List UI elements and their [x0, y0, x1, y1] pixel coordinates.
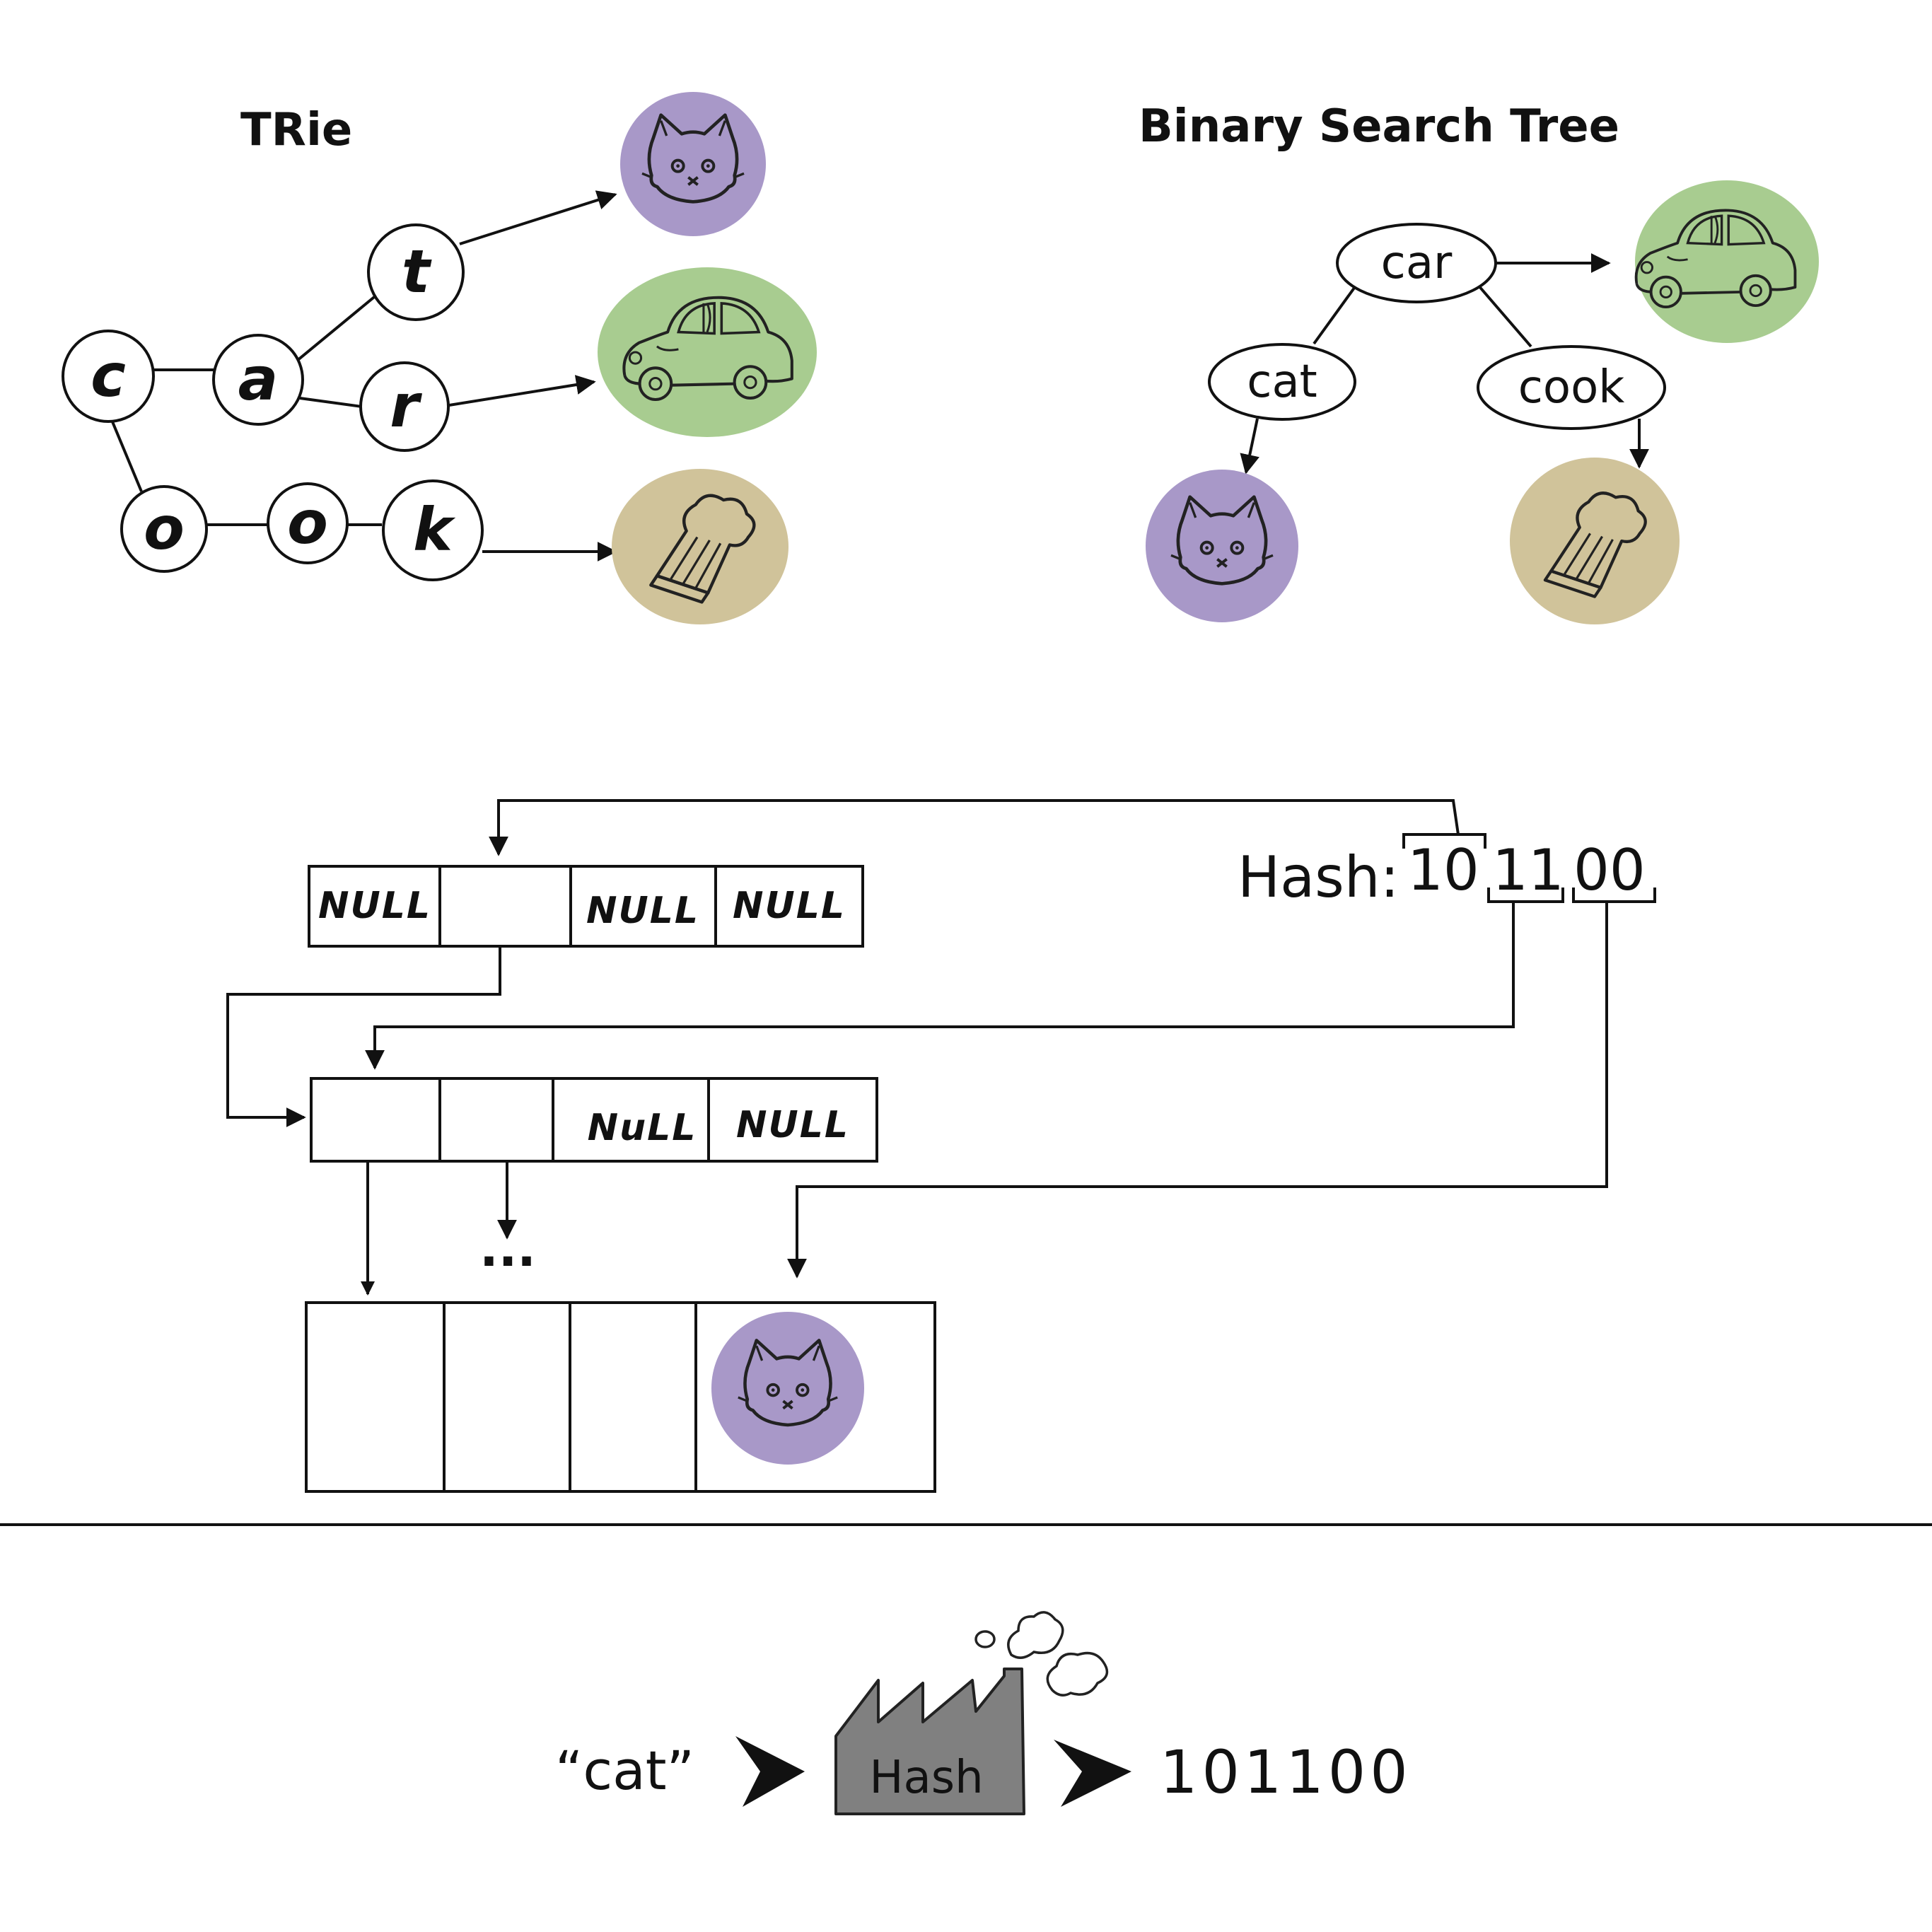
arrow-hash-to-output: [1054, 1740, 1131, 1807]
route-group-2: [365, 902, 1515, 1070]
level1-cell-1: [438, 865, 572, 948]
bst-node-left: cat: [1208, 343, 1356, 421]
bst-edge-right: [1477, 284, 1532, 348]
arrow-r-car: [448, 375, 596, 407]
leaf-cell-0: [305, 1301, 446, 1493]
level1-cell-0: [308, 865, 441, 948]
factory-icon: Hash: [834, 1668, 1025, 1815]
trie-node-t-label: t: [402, 237, 432, 306]
trie-node-a: a: [212, 334, 304, 426]
level1-cell-2-text: NULL: [586, 890, 699, 932]
bst-cat-icon: [1146, 470, 1298, 622]
hash-label: Hash:: [1238, 844, 1399, 910]
bst-node-root: car: [1336, 223, 1497, 303]
leaf-cell-1: [443, 1301, 571, 1493]
hamt-cat-icon: [711, 1312, 864, 1465]
bracket-group-1: [1402, 833, 1486, 849]
route-group-1: [489, 799, 1460, 856]
trie-node-o1-label: o: [144, 494, 185, 563]
trie-node-c: c: [62, 330, 155, 423]
hamt-level2-node: NuLL NULL: [310, 1077, 878, 1163]
edge-a-r: [299, 397, 363, 408]
hash-input: “cat”: [555, 1739, 694, 1802]
bst-left-label: cat: [1247, 356, 1317, 408]
ellipsis: ...: [479, 1220, 536, 1278]
bracket-group-3: [1572, 888, 1656, 903]
bst-diagram: Binary Search Tree car cat cook: [1139, 100, 1819, 624]
bst-node-right: cook: [1477, 345, 1666, 430]
level2-cell-1: [438, 1077, 554, 1163]
trie-car-icon: [598, 267, 817, 437]
hamt-diagram: Hash: 10 11 00 ... NULL NULL NULL: [226, 799, 1656, 1493]
trie-node-t: t: [367, 223, 465, 321]
bst-root-label: car: [1381, 237, 1453, 289]
route-level1-to-level2: [226, 946, 501, 1127]
trie-diagram: TRie c a t r: [62, 92, 817, 624]
edge-c-o: [110, 419, 143, 492]
level2-cell-3-text: NULL: [736, 1104, 849, 1146]
bracket-group-2: [1487, 888, 1564, 903]
bst-right-label: cook: [1518, 361, 1625, 414]
hash-box-label: Hash: [869, 1752, 983, 1804]
smoke-cloud-icon: [974, 1611, 1109, 1697]
bst-car-icon: [1634, 180, 1819, 343]
trie-node-o2-label: o: [287, 488, 328, 557]
trie-node-a-label: a: [238, 344, 279, 414]
level2-cell-0: [310, 1077, 441, 1163]
hash-group-3: 00: [1573, 837, 1646, 903]
hamt-leaf-node: [305, 1301, 936, 1493]
level2-cell-3: [707, 1077, 878, 1163]
level1-cell-3-text: NULL: [733, 885, 846, 927]
arrow-t-cat: [459, 190, 617, 245]
trie-node-o1: o: [120, 485, 208, 573]
level2-cell-2-text: NuLL: [588, 1107, 697, 1149]
trie-node-r: r: [359, 361, 450, 452]
trie-node-c-label: c: [91, 341, 126, 410]
hamt-level1-node: NULL NULL NULL: [308, 865, 864, 948]
trie-node-k-label: k: [413, 495, 456, 564]
trie-cook-icon: [612, 469, 788, 624]
bst-title: Binary Search Tree: [1139, 100, 1619, 153]
leaf-cell-2: [569, 1301, 697, 1493]
level1-cell-3: [714, 865, 864, 948]
level1-cell-0-text: NULL: [318, 885, 431, 927]
edge-a-t: [296, 293, 379, 362]
hash-output: 101100: [1160, 1738, 1412, 1807]
bst-cook-icon: [1510, 458, 1680, 624]
trie-cat-icon: [620, 92, 766, 236]
trie-title: TRie: [240, 104, 352, 156]
hash-flow: “cat” Hash 101100: [555, 1611, 1412, 1815]
trie-node-r-label: r: [390, 371, 422, 441]
arrow-input-to-hash: [735, 1736, 805, 1807]
bst-edge-left: [1313, 284, 1358, 345]
bst-arrow-cat: [1240, 418, 1259, 475]
trie-node-k: k: [382, 479, 484, 581]
hash-group-2: 11: [1492, 837, 1564, 903]
trie-edges: [110, 190, 617, 561]
trie-node-o2: o: [267, 482, 349, 564]
route-group-3: [787, 902, 1608, 1279]
hash-group-1: 10: [1407, 837, 1479, 903]
